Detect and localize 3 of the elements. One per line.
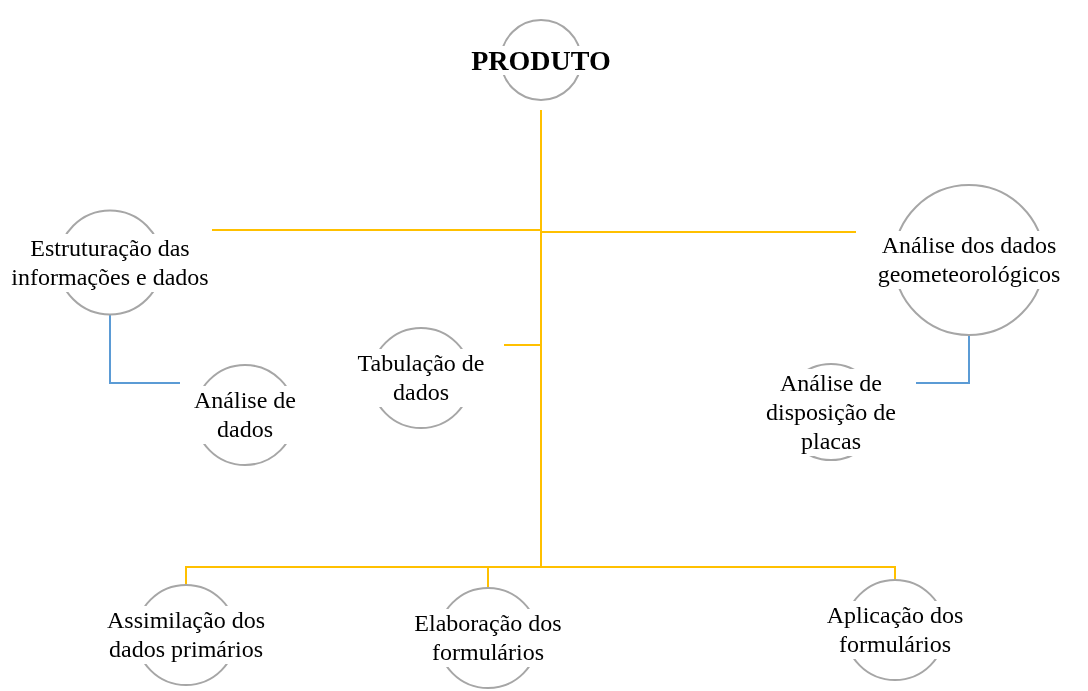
connector-line <box>109 314 181 384</box>
connector-line <box>915 334 970 384</box>
connector-line <box>540 109 896 581</box>
